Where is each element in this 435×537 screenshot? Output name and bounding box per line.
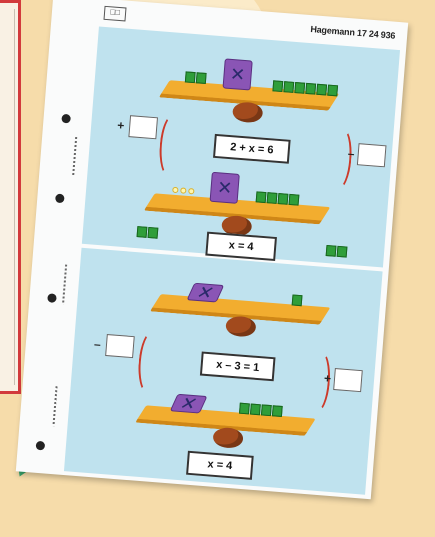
- right-operation-sign: –: [347, 146, 355, 161]
- cube-group: [291, 294, 303, 307]
- left-arc-arrow: [136, 330, 164, 395]
- right-operation-sign: +: [323, 371, 332, 386]
- right-answer-box[interactable]: [333, 368, 363, 393]
- unknown-x-bag: ✕: [209, 171, 240, 204]
- left-answer-box[interactable]: [105, 334, 135, 359]
- margin-print: [59, 264, 70, 305]
- adjacent-sheet-red-frame: [0, 0, 21, 394]
- margin-print: [69, 136, 80, 178]
- right-answer-box[interactable]: [356, 143, 387, 168]
- left-answer-box[interactable]: [128, 115, 159, 140]
- equation-box: 2 + x = 6: [213, 133, 291, 164]
- binder-hole: [47, 293, 57, 303]
- worksheet: □□ Hagemann 17 24 936 ✕ + 2 + x = 6: [15, 0, 409, 500]
- worksheet-page: □□ Hagemann 17 24 936 ✕ + 2 + x = 6: [15, 0, 409, 500]
- binder-hole: [35, 440, 46, 451]
- bottom-balance-panel: ✕ – x – 3 = 1 + ✕ x = 4: [63, 247, 383, 495]
- removed-cubes: [136, 226, 159, 239]
- binder-hole: [61, 113, 71, 124]
- corner-mark: □□: [103, 5, 127, 22]
- result-box: x = 4: [186, 450, 254, 480]
- result-box: x = 4: [205, 231, 277, 261]
- left-arc-arrow: [157, 113, 185, 178]
- empty-slots: [172, 186, 195, 195]
- cube-group: [184, 71, 207, 85]
- left-operation-sign: –: [93, 337, 102, 352]
- left-operation-sign: +: [116, 118, 125, 133]
- removed-cubes: [325, 244, 348, 258]
- publisher-label: Hagemann 17 24 936: [310, 24, 396, 41]
- unknown-x-bag: ✕: [222, 58, 253, 91]
- adjacent-sheet-edge: [0, 9, 15, 385]
- binder-hole: [55, 193, 65, 204]
- margin-print: [49, 386, 60, 427]
- top-balance-panel: ✕ + 2 + x = 6 – ✕: [81, 26, 401, 268]
- equation-box: x – 3 = 1: [199, 351, 276, 382]
